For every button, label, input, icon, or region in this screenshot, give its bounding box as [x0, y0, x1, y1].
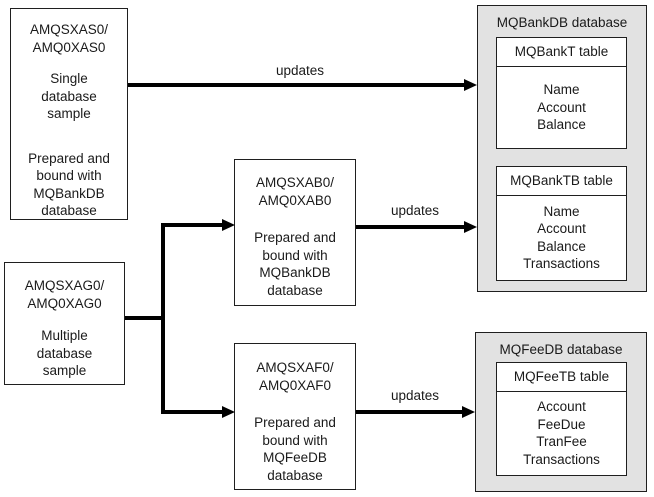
connector-amqsxag0-to-amqsxaf0-head-icon	[222, 406, 235, 418]
box-amqsxas0-title: AMQSXAS0/ AMQ0XAS0	[29, 22, 109, 55]
database-mqfeedb: MQFeeDB database MQFeeTB table Account F…	[475, 332, 647, 492]
connector-amqsxag0-to-amqsxab0-shaft	[161, 223, 223, 227]
box-amqsxab0-body: Prepared and bound with MQBankDB databas…	[254, 230, 336, 298]
box-amqsxag0-title: AMQSXAG0/ AMQ0XAG0	[24, 278, 105, 311]
updates-label-2: updates	[390, 203, 440, 218]
table-mqfeetb-header: MQFeeTB table	[497, 363, 626, 392]
box-amqsxaf0: AMQSXAF0/ AMQ0XAF0 Prepared and bound wi…	[234, 343, 356, 490]
updates-label-3: updates	[390, 388, 440, 403]
table-mqbanktb-header: MQBankTB table	[497, 167, 626, 196]
database-mqfeedb-title: MQFeeDB database	[499, 342, 623, 357]
database-mqbankdb: MQBankDB database MQBankT table Name Acc…	[477, 5, 647, 292]
database-mqbankdb-title: MQBankDB database	[496, 15, 628, 30]
arrow-amqsxas0-to-mqbankdb-head-icon	[464, 79, 477, 91]
arrow-amqsxab0-to-mqbankdb-shaft	[356, 225, 465, 229]
arrow-amqsxaf0-to-mqfeedb-head-icon	[462, 406, 475, 418]
box-amqsxag0: AMQSXAG0/ AMQ0XAG0 Multiple database sam…	[4, 262, 125, 385]
box-amqsxab0: AMQSXAB0/ AMQ0XAB0 Prepared and bound wi…	[234, 159, 356, 306]
connector-amqsxag0-vertical	[161, 223, 165, 414]
table-mqbankt-fields: Name Account Balance	[537, 82, 586, 132]
arrow-amqsxas0-to-mqbankdb-shaft	[128, 83, 465, 87]
connector-amqsxag0-to-amqsxaf0-shaft	[161, 410, 223, 414]
table-mqfeetb-fields: Account FeeDue TranFee Transactions	[523, 399, 600, 467]
arrow-amqsxab0-to-mqbankdb-head-icon	[464, 221, 477, 233]
box-amqsxas0-body: Single database sample	[41, 71, 97, 121]
box-amqsxab0-title: AMQSXAB0/ AMQ0XAB0	[255, 175, 335, 208]
box-amqsxag0-body: Multiple database sample	[36, 328, 93, 378]
table-mqbanktb: MQBankTB table Name Account Balance Tran…	[496, 166, 627, 281]
box-amqsxas0: AMQSXAS0/ AMQ0XAS0 Single database sampl…	[10, 8, 128, 220]
table-mqbankt: MQBankT table Name Account Balance	[496, 37, 627, 149]
arrow-amqsxaf0-to-mqfeedb-shaft	[356, 410, 463, 414]
box-amqsxaf0-body: Prepared and bound with MQFeeDB database	[254, 415, 336, 483]
table-mqbanktb-fields: Name Account Balance Transactions	[523, 203, 600, 272]
connector-amqsxag0-to-amqsxab0-head-icon	[222, 219, 235, 231]
updates-label-1: updates	[275, 63, 325, 78]
box-amqsxaf0-title: AMQSXAF0/ AMQ0XAF0	[256, 360, 334, 393]
table-mqfeetb: MQFeeTB table Account FeeDue TranFee Tra…	[496, 362, 627, 476]
connector-amqsxag0-stub	[125, 316, 165, 320]
box-amqsxas0-footer: Prepared and bound with MQBankDB databas…	[28, 150, 110, 219]
table-mqbankt-header: MQBankT table	[497, 38, 626, 67]
